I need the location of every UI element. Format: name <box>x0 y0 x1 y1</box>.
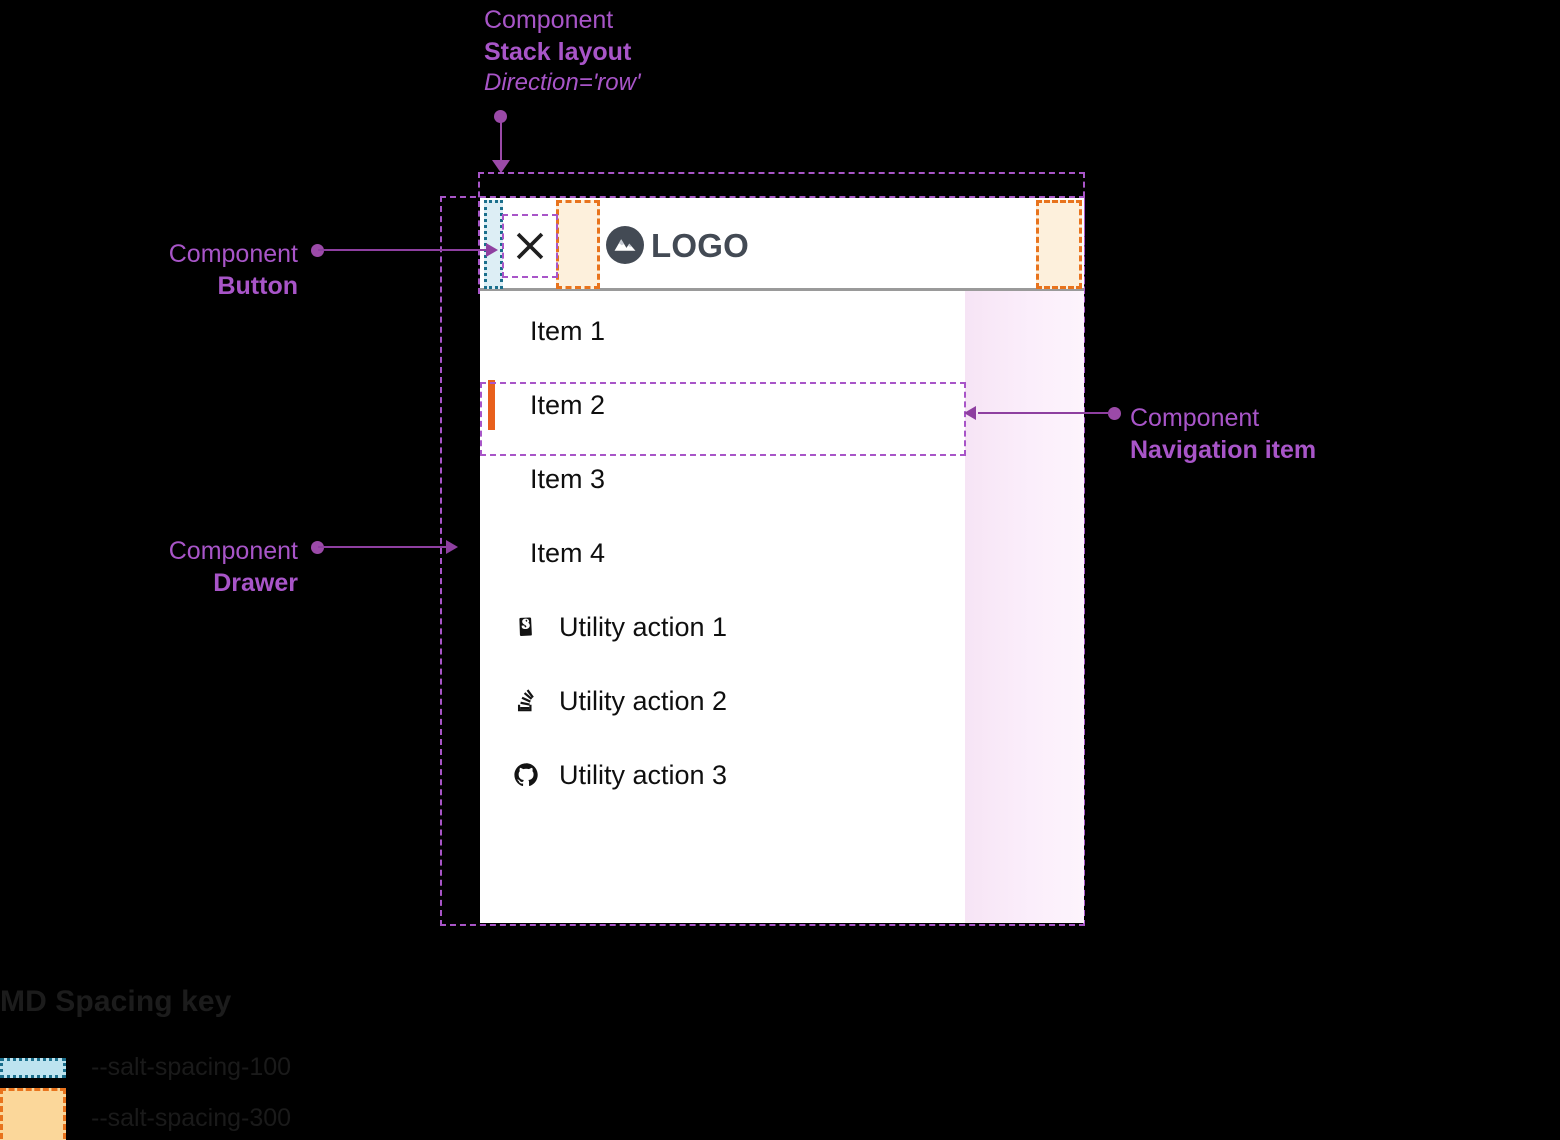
connector-dot-stack-layout <box>494 110 507 123</box>
connector-arrow-button <box>486 243 498 257</box>
connector-dot-navigation-item <box>1108 407 1121 420</box>
nav-item-label: Item 2 <box>530 389 606 420</box>
utility-action-1[interactable]: Utility action 1 <box>480 590 965 664</box>
annotation-drawer: Component Drawer <box>0 535 298 599</box>
nav-item-4[interactable]: Item 4 <box>480 516 965 590</box>
legend-label: --salt-spacing-100 <box>91 1053 292 1081</box>
spacing-100-swatch <box>0 1057 66 1078</box>
annotation-name: Drawer <box>213 569 298 597</box>
connector-line-button <box>318 249 488 251</box>
connector-arrow-stack-layout <box>492 160 510 173</box>
connector-arrow-drawer <box>446 540 458 554</box>
annotation-sub: Direction='row' <box>484 69 641 96</box>
navigation-item-bounds <box>480 382 966 456</box>
button-bounds <box>502 214 558 278</box>
annotation-name: Stack layout <box>484 38 632 66</box>
legend-title: MD Spacing key <box>0 985 232 1018</box>
legend-row-spacing-300: --salt-spacing-300 <box>0 1088 291 1140</box>
mountain-logo-icon <box>606 226 644 264</box>
connector-line-stack-layout <box>500 120 502 165</box>
stack-overflow-icon <box>512 687 540 715</box>
legend-row-spacing-100: --salt-spacing-100 <box>0 1053 291 1082</box>
nav-item-highlight-band <box>965 291 1084 923</box>
connector-dot-button <box>311 244 324 257</box>
legend-label: --salt-spacing-300 <box>91 1103 292 1132</box>
nav-item-label: Item 1 <box>530 315 606 346</box>
spacing-legend: MD Spacing key <box>0 985 231 1019</box>
annotation-kind: Component <box>1130 404 1260 432</box>
nav-item-label: Item 4 <box>530 537 606 568</box>
logo: LOGO <box>606 226 749 264</box>
nav-item-3[interactable]: Item 3 <box>480 442 965 516</box>
storybook-icon <box>512 613 540 641</box>
utility-action-label: Utility action 1 <box>559 611 728 642</box>
spacing-300-swatch <box>0 1088 66 1140</box>
github-icon <box>512 761 540 789</box>
navigation-list: Item 1 Item 2 Item 3 Item 4 Utility acti… <box>480 294 965 812</box>
drawer-bounds <box>440 196 1085 926</box>
connector-dot-drawer <box>311 541 324 554</box>
nav-item-label: Item 3 <box>530 463 606 494</box>
utility-action-label: Utility action 2 <box>559 685 728 716</box>
utility-action-label: Utility action 3 <box>559 759 728 790</box>
annotation-kind: Component <box>168 537 298 565</box>
connector-line-navigation-item <box>978 412 1110 414</box>
nav-item-1[interactable]: Item 1 <box>480 294 965 368</box>
annotation-navigation-item: Component Navigation item <box>1130 402 1316 466</box>
annotation-stack-layout: Component Stack layout Direction='row' <box>484 4 641 99</box>
connector-arrow-navigation-item <box>964 406 976 420</box>
logo-text: LOGO <box>651 226 749 264</box>
annotation-name: Navigation item <box>1130 436 1317 464</box>
connector-line-drawer <box>318 546 448 548</box>
nav-item-2[interactable]: Item 2 <box>480 368 965 442</box>
spacing-300-marker-after-button <box>556 200 600 289</box>
close-icon-button[interactable] <box>504 220 556 272</box>
annotation-button: Component Button <box>0 238 298 302</box>
selected-indicator <box>488 380 495 430</box>
utility-action-3[interactable]: Utility action 3 <box>480 738 965 812</box>
annotation-kind: Component <box>484 6 614 34</box>
spacing-300-marker-right <box>1036 200 1082 289</box>
utility-action-2[interactable]: Utility action 2 <box>480 664 965 738</box>
close-icon <box>516 232 544 260</box>
annotation-name: Button <box>217 272 298 300</box>
annotation-kind: Component <box>168 240 298 268</box>
